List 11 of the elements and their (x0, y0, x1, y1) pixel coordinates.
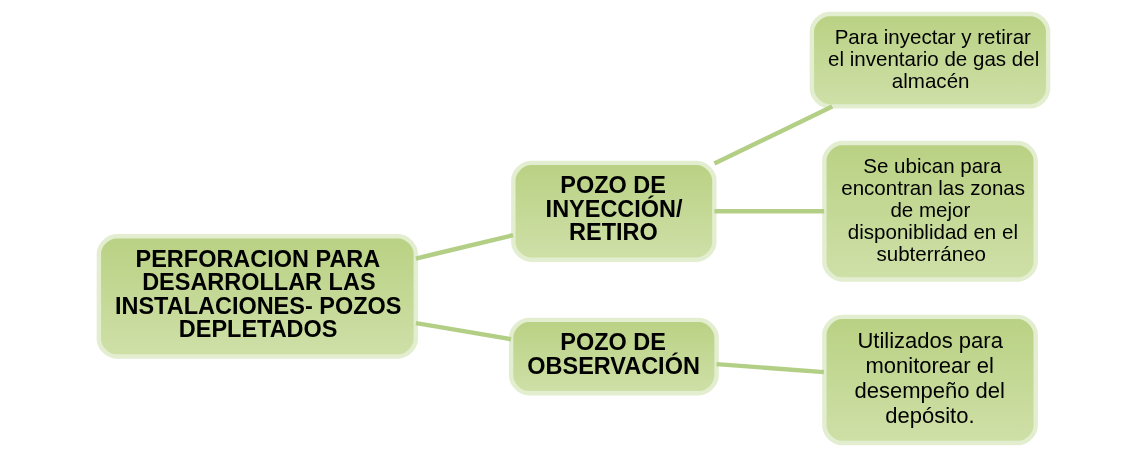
node-box: POZO DE OBSERVACIÓN (508, 317, 719, 396)
node-box: PERFORACION PARA DESARROLLAR LAS INSTALACIONES- POZOS DEPLETADOS (96, 234, 418, 359)
connector (415, 320, 512, 342)
connector (415, 233, 514, 261)
node-box: Se ubican para encontran las zonas de mejor disponiblidad en el subterráneo (822, 140, 1038, 282)
connector (713, 104, 834, 166)
node-box: Utilizados para monitorear el desempeño del depósito. (822, 314, 1038, 446)
connector (716, 361, 825, 375)
connector (714, 209, 825, 214)
node-box: POZO DE INYECCIÓN/ RETIRO (511, 160, 717, 262)
node-box: Para inyectar y retirar el inventario de gas del almacén (809, 11, 1051, 109)
